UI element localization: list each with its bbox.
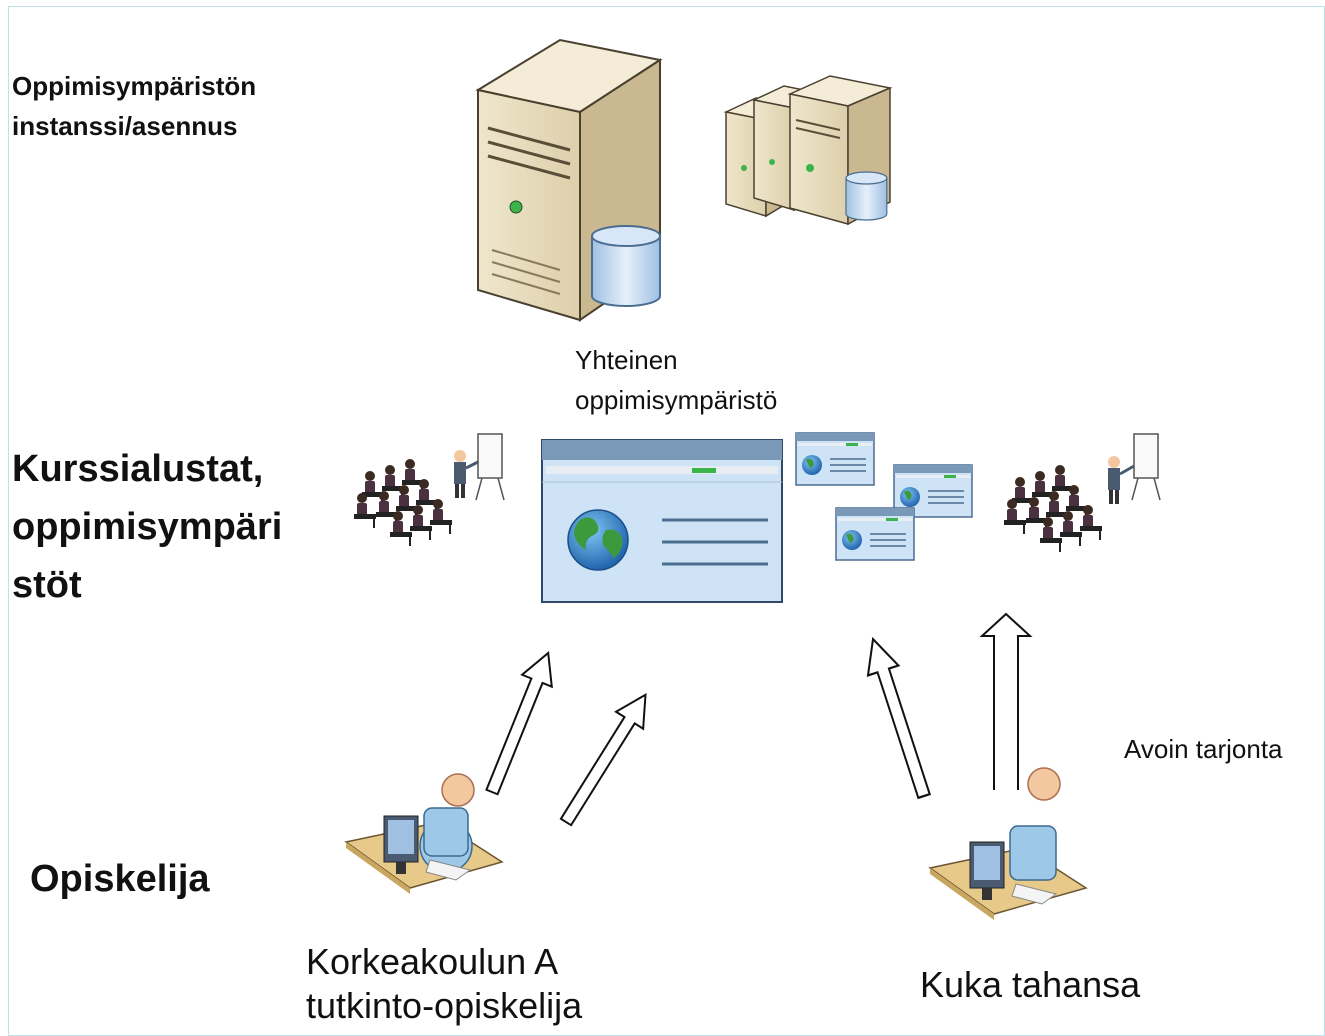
open-offering-label: Avoin tarjonta [1124, 734, 1283, 764]
user-at-computer-left-icon [344, 773, 504, 894]
shared-environment-label: Yhteinen oppimisympäristö [575, 345, 778, 415]
instance-label: Oppimisympäristön instanssi/asennus [12, 71, 257, 141]
anyone-label: Kuka tahansa [920, 964, 1141, 1005]
arrow-left-1 [476, 645, 565, 799]
arrow-right-2 [979, 612, 1033, 790]
course-platforms-label: Kurssialustat, oppimisympäri stöt [12, 448, 283, 606]
server-cluster-icon [723, 75, 893, 226]
user-at-computer-right-icon [928, 767, 1088, 920]
student-label: Opiskelija [30, 858, 210, 900]
arrow-right-1 [856, 633, 941, 803]
main-server-icon [475, 38, 663, 322]
degree-student-label: Korkeakoulun A tutkinto-opiskelija [306, 941, 583, 1026]
arrow-left-2 [551, 685, 661, 832]
classroom-right-icon [1003, 433, 1161, 553]
classroom-left-icon [353, 433, 505, 547]
web-app-window-icon [541, 439, 783, 603]
small-web-app-icons [795, 432, 973, 561]
